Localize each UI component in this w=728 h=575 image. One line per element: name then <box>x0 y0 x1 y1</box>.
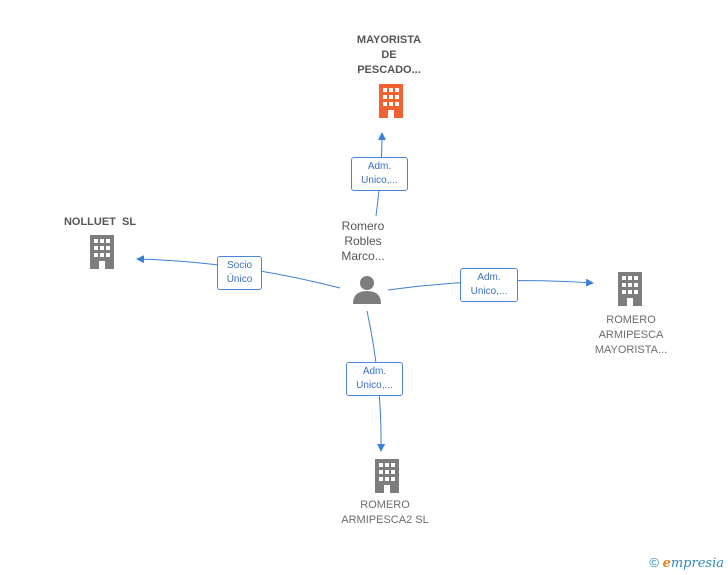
building-icon[interactable] <box>376 84 407 118</box>
building-icon[interactable] <box>615 272 646 306</box>
company-label-mayorista[interactable]: MAYORISTA DE PESCADO... <box>356 34 422 76</box>
building-icon[interactable] <box>87 235 118 269</box>
brand-logo-text: mpresia <box>670 556 724 571</box>
copyright-symbol: © <box>649 555 659 570</box>
relation-label-romero-armipesca2[interactable]: Adm. Unico,... <box>346 362 403 396</box>
company-label-romero-armipesca-mayorista[interactable]: ROMERO ARMIPESCA MAYORISTA... <box>594 314 668 356</box>
person-label[interactable]: Romero Robles Marco... <box>341 219 385 263</box>
relation-label-romero-armipesca-mayorista[interactable]: Adm. Unico,... <box>460 268 518 302</box>
brand-footer[interactable]: © empresia <box>649 555 724 571</box>
company-label-nolluet[interactable]: NOLLUET SL <box>63 216 137 228</box>
building-icon[interactable] <box>372 459 403 493</box>
relation-label-nolluet[interactable]: Socio Único <box>217 256 262 290</box>
company-label-romero-armipesca2[interactable]: ROMERO ARMIPESCA2 SL <box>341 499 429 526</box>
person-icon[interactable] <box>352 274 382 304</box>
brand-logo-initial: e <box>662 556 671 571</box>
relation-label-mayorista[interactable]: Adm. Unico,... <box>351 157 408 191</box>
